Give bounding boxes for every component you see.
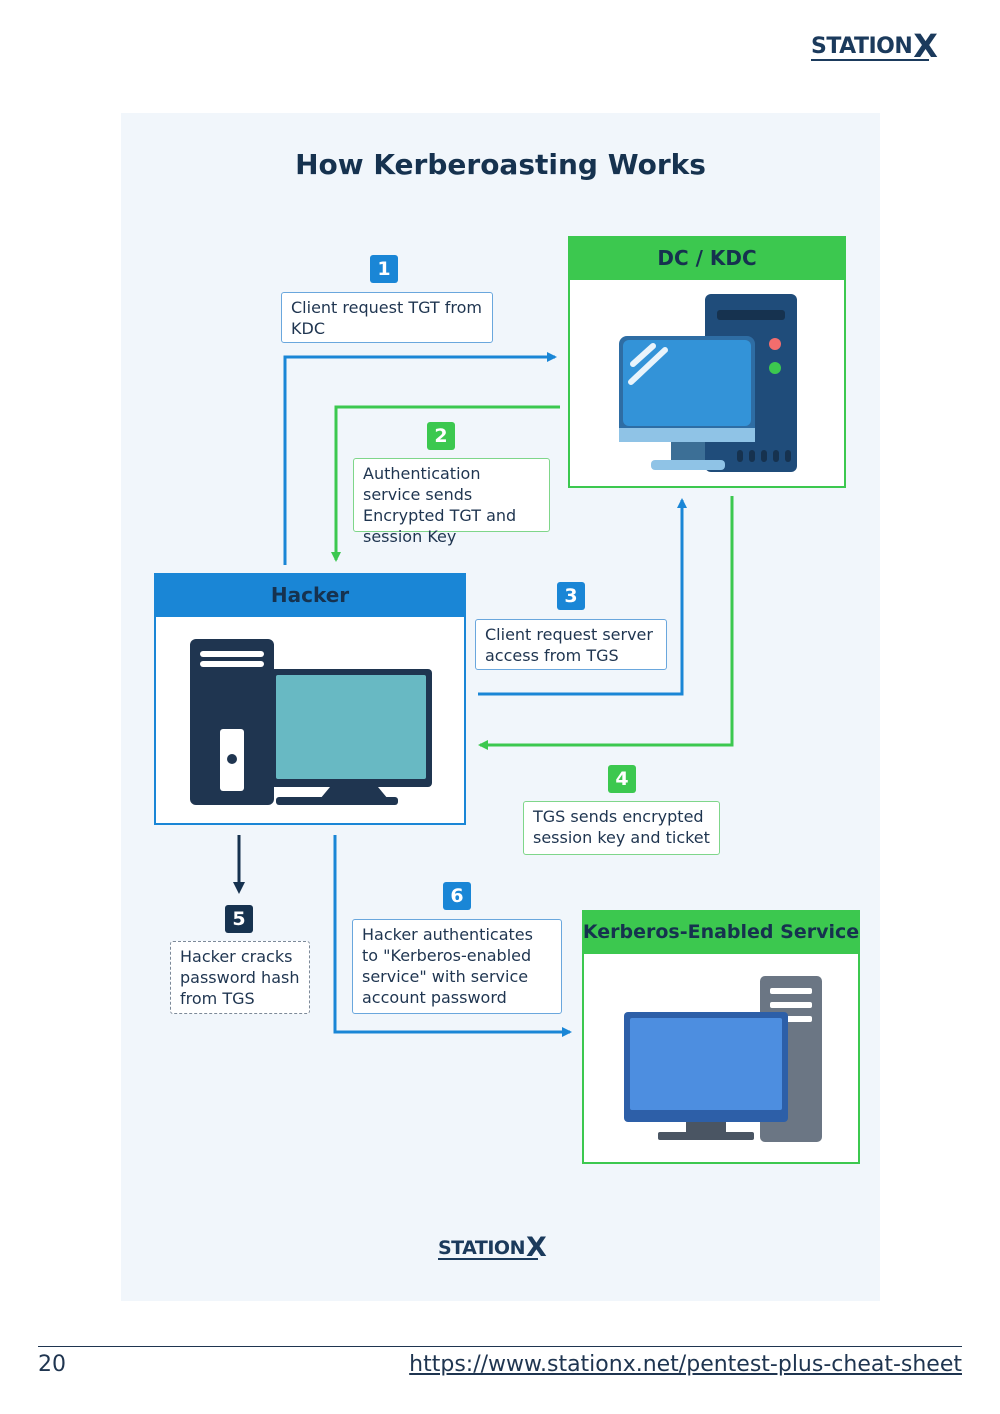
step-1-note: Client request TGT from KDC (281, 292, 493, 343)
footer-divider (38, 1346, 962, 1347)
step-1-badge: 1 (370, 255, 398, 283)
step-2-badge: 2 (427, 422, 455, 450)
dc-kdc-header: DC / KDC (568, 236, 846, 280)
logo-x-mark: X (913, 27, 938, 65)
arrow-step-6 (333, 835, 572, 1037)
step-4-badge: 4 (608, 765, 636, 793)
arrow-step-4 (478, 496, 734, 750)
step-3-note: Client request server access from TGS (475, 619, 667, 670)
footer-logo-wordmark: STATION (438, 1236, 525, 1259)
kerberos-service-label: Kerberos-Enabled Service (582, 921, 860, 943)
hacker-label: Hacker (270, 583, 350, 607)
logo-wordmark: STATION (811, 33, 913, 59)
service-computer-icon (624, 976, 822, 1142)
footer-logo-underline (438, 1258, 538, 1260)
step-6-badge: 6 (443, 882, 471, 910)
logo-underline (811, 59, 929, 61)
arrow-step-1 (283, 352, 557, 565)
kerberos-service-node: Kerberos-Enabled Service (582, 910, 860, 1164)
footer-logo-x-mark: X (525, 1232, 547, 1263)
step-5-note: Hacker cracks password hash from TGS (170, 941, 310, 1014)
diagram-title: How Kerberoasting Works (295, 148, 706, 181)
footer-url-link[interactable]: https://www.stationx.net/pentest-plus-ch… (409, 1352, 962, 1377)
hacker-header: Hacker (154, 573, 466, 617)
arrow-step-2 (331, 405, 560, 562)
hacker-computer-icon (190, 639, 432, 805)
step-6-note: Hacker authenticates to "Kerberos-enable… (352, 919, 562, 1014)
step-4-note: TGS sends encrypted session key and tick… (523, 801, 720, 855)
page-number: 20 (38, 1352, 66, 1377)
step-3-badge: 3 (557, 582, 585, 610)
step-2-note: Authentication service sends Encrypted T… (353, 458, 550, 546)
dc-kdc-node: DC / KDC (568, 236, 846, 488)
kerberos-service-header: Kerberos-Enabled Service (582, 910, 860, 954)
dc-kdc-label: DC / KDC (657, 246, 757, 270)
server-computer-icon (619, 294, 797, 472)
step-5-badge: 5 (225, 905, 253, 933)
hacker-node: Hacker (154, 573, 466, 825)
arrow-step-3 (478, 498, 687, 696)
